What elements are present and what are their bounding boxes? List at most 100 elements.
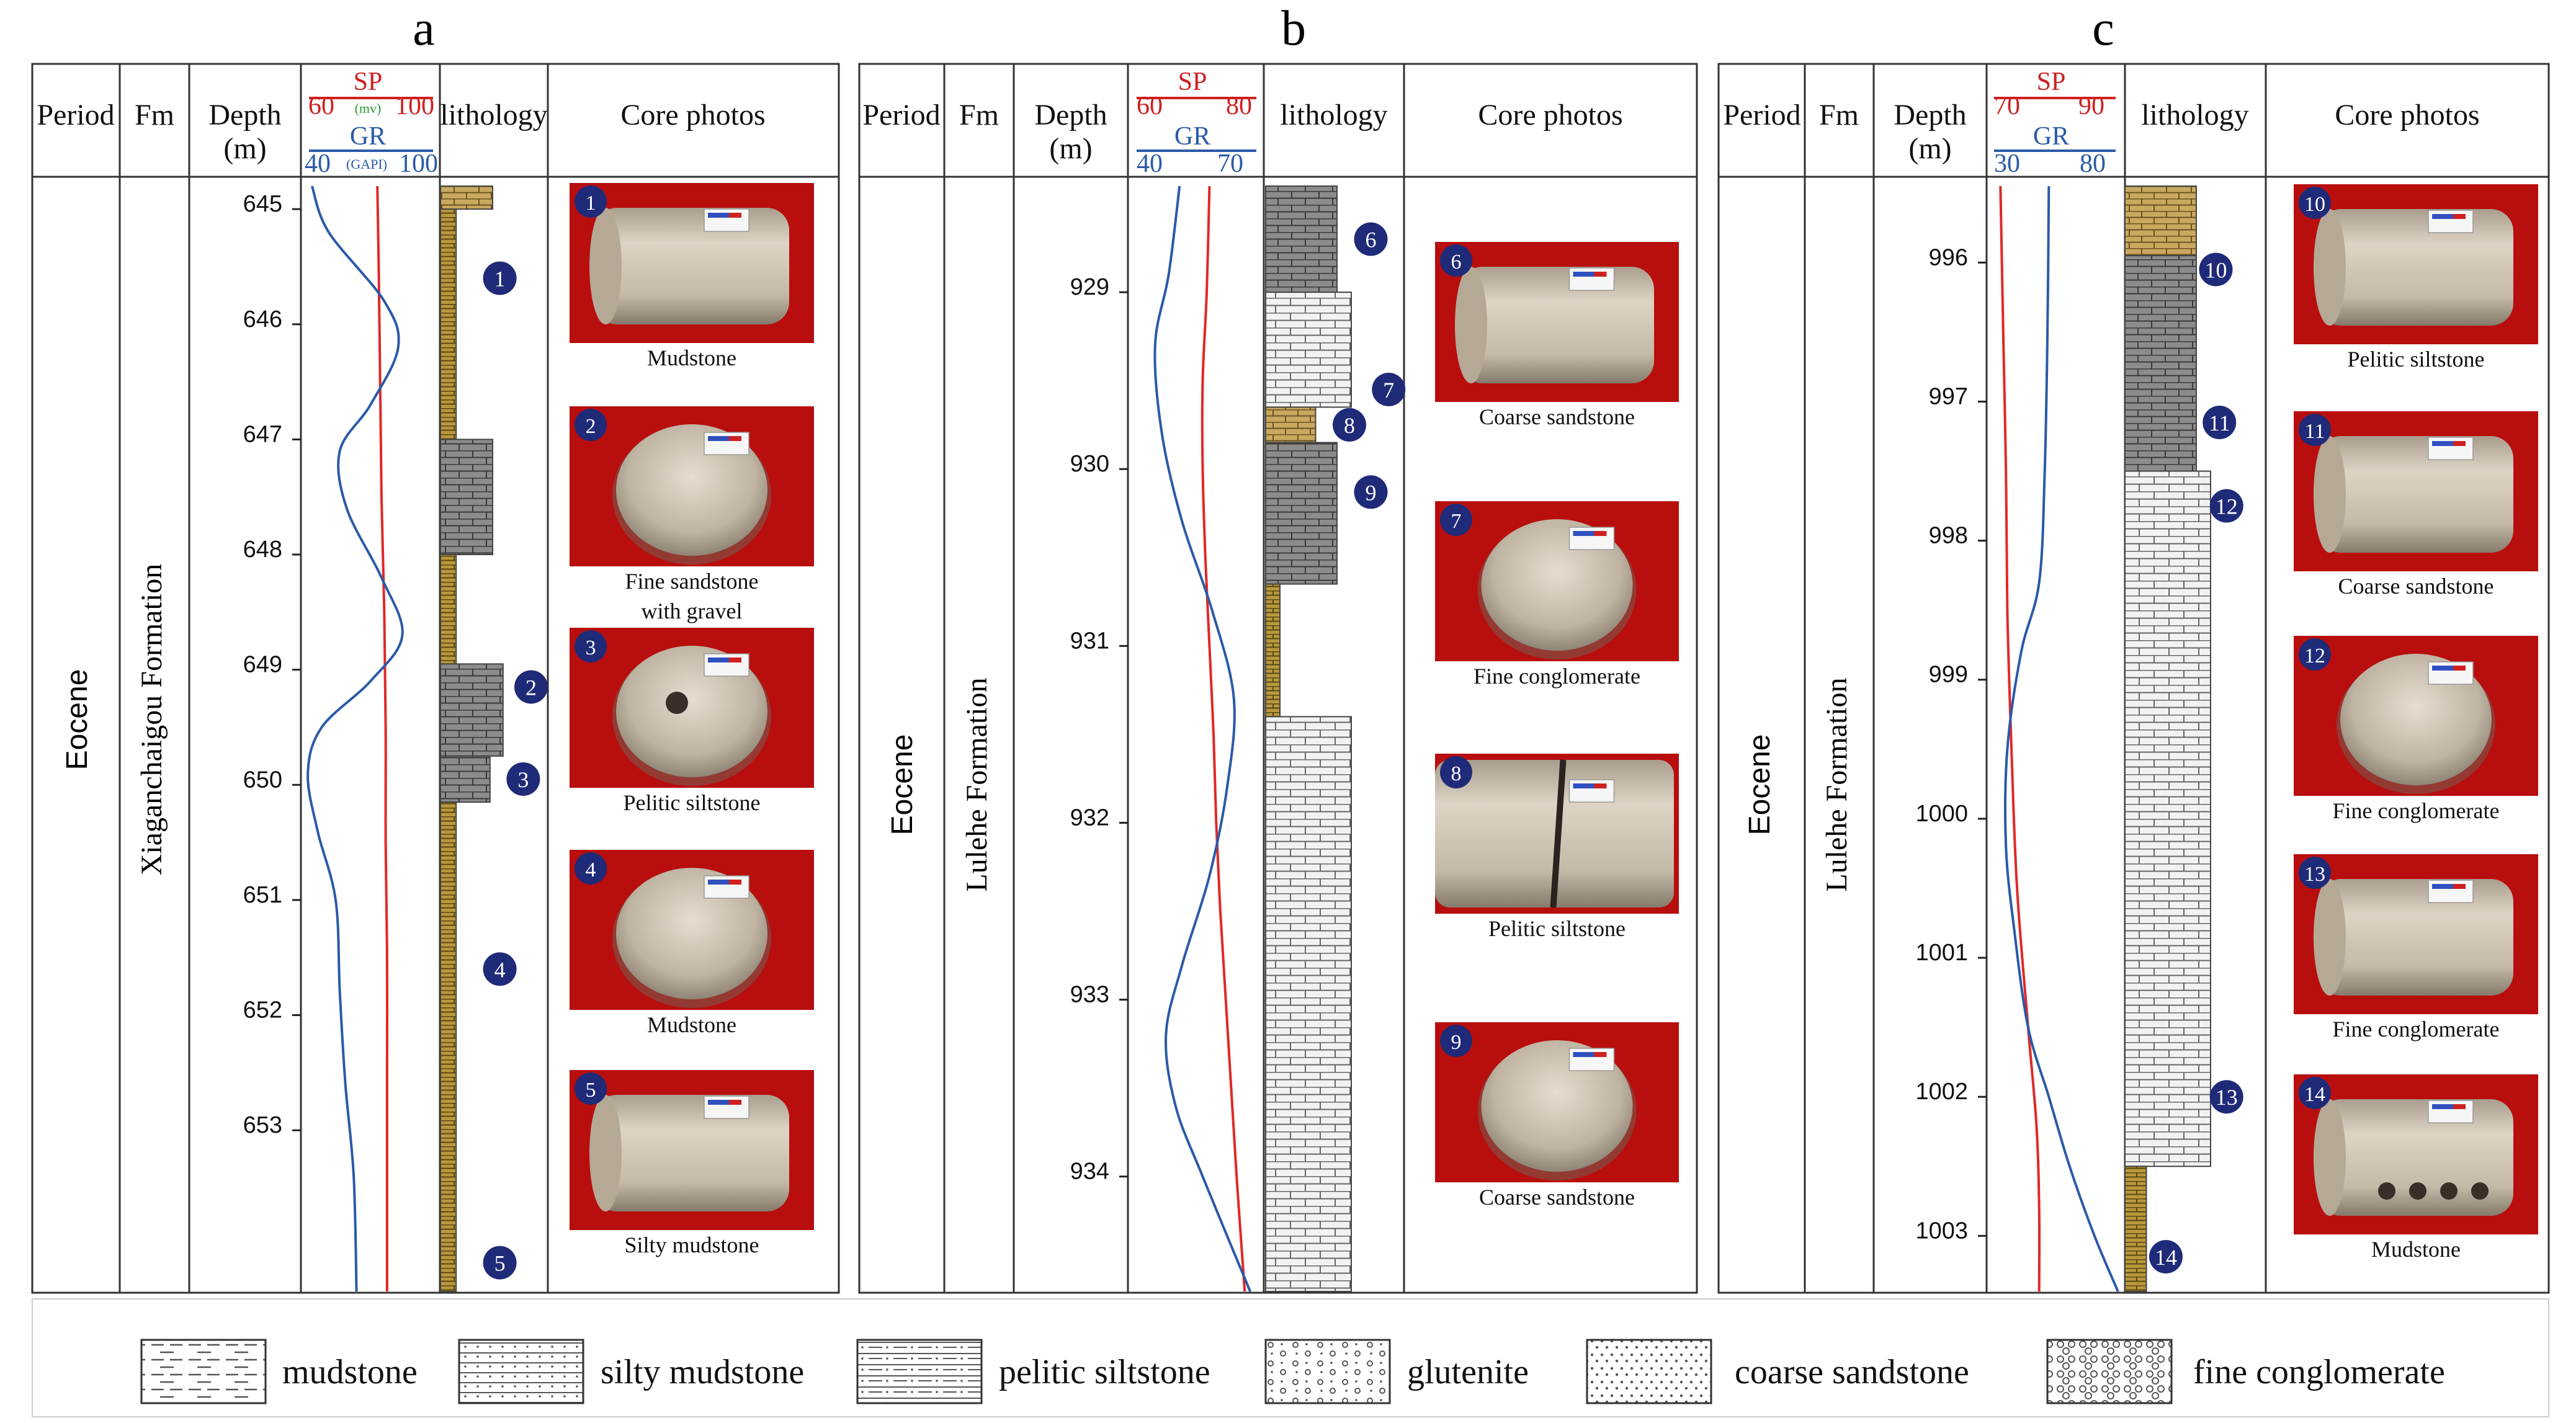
sp-label: SP [354,68,383,96]
sp-max: 90 [2078,92,2104,120]
photos-header: Core photos [2335,99,2479,132]
sample-tag-stripe [1573,272,1594,277]
depth-tick-label: 931 [1070,628,1109,654]
sample-tag-stripe [1594,531,1607,536]
lithology-bed [1265,292,1352,408]
photo-number-badge [1440,504,1472,536]
fm-header: Fm [1819,99,1859,132]
sample-tag-stripe [729,213,741,218]
photo-number: 9 [1451,1031,1462,1054]
core-hole [2409,1182,2426,1200]
photo-number: 4 [586,859,596,881]
sample-tag [704,208,749,232]
photo-number: 1 [586,192,596,215]
core-sample [2319,1099,2513,1216]
period-header: Period [1723,99,1800,132]
photo-number: 12 [2304,645,2325,667]
photo-number: 6 [1451,251,1462,274]
lithology-bed [1265,716,1352,1292]
sp-max: 80 [1226,92,1252,120]
panel-letter: b [1281,1,1306,56]
photo-number: 11 [2305,420,2325,443]
photo-number-badge [2299,638,2331,671]
gr-max: 70 [1217,149,1243,178]
period-label: Eocene [1743,734,1776,836]
core-end [2314,879,2346,996]
sample-marker [1354,475,1388,509]
depth-unit: (m) [1049,132,1092,165]
sample-tag [1568,267,1615,291]
formation-label: Lulehe Formation [1820,677,1853,891]
log-curves [1999,185,2119,1292]
photos-header: Core photos [1478,99,1622,132]
period-label: Eocene [61,669,94,770]
sample-tag-stripe [1594,272,1607,277]
legend-swatch [1264,1339,1391,1404]
legend-item: glutenite [1264,1339,1529,1404]
core-sample [1460,267,1654,383]
sample-tag-stripe [2432,1104,2453,1109]
sp-label: SP [1178,68,1207,96]
depth-tick-label: 929 [1070,274,1109,300]
gr-max: 100 [399,149,438,178]
lithology-bed [440,185,493,210]
lithology-header: lithology [440,99,547,132]
lithology-bed [1265,583,1281,718]
period-header: Period [37,99,114,132]
lithology-bed [2124,255,2197,472]
depth-header: Depth [1894,99,1966,132]
sample-marker [2203,406,2237,440]
photo-number-badge [575,630,607,662]
sample-tag-stripe [708,880,729,885]
depth-tick-label: 650 [243,767,282,793]
photo-number: 14 [2304,1083,2325,1106]
sample-tag-stripe [1573,783,1594,788]
sample-marker-number: 13 [2216,1085,2238,1110]
lithology-bed [2124,1166,2147,1293]
sample-marker [483,261,517,295]
depth-tick-label: 996 [1929,244,1968,270]
sample-tag-stripe [2453,441,2466,446]
sp-unit: (mv) [355,100,382,116]
depth-tick-label: 645 [243,191,282,217]
sample-tag-stripe [1573,1052,1594,1057]
gr-curve [306,185,404,1292]
depth-tick-label: 997 [1929,383,1968,409]
depth-tick-label: 932 [1070,805,1109,831]
depth-unit: (m) [1908,132,1951,165]
gr-max: 80 [2080,149,2106,178]
sample-tag [704,432,749,455]
core-end [589,208,622,324]
sample-tag-stripe [1594,1052,1607,1057]
sample-tag-stripe [2432,214,2453,219]
photo-caption: Pelitic siltstone [2348,347,2485,372]
sample-marker [506,762,540,796]
photos-header: Core photos [620,99,765,132]
sample-tag-stripe [708,1100,729,1105]
lithology-bed [1265,406,1317,444]
photo-number-badge [1440,244,1472,277]
panel-c: c Period Fm Depth (m) lithology Core pho… [1717,1,2550,1294]
sample-tag-stripe [729,436,741,441]
period-label: Eocene [886,734,919,836]
sample-tag-stripe [2432,884,2453,889]
core-end [2314,436,2346,553]
legend-swatch [856,1339,983,1404]
photo-caption: Pelitic siltstone [1488,916,1626,941]
lithology-column [1265,185,1352,1292]
sample-marker [483,952,517,986]
legend-label: pelitic siltstone [999,1353,1210,1391]
gr-min: 30 [1994,149,2020,178]
photo-caption: Fine conglomerate [1474,664,1640,689]
lithology-bed [440,755,491,803]
legend-swatch [140,1339,267,1404]
